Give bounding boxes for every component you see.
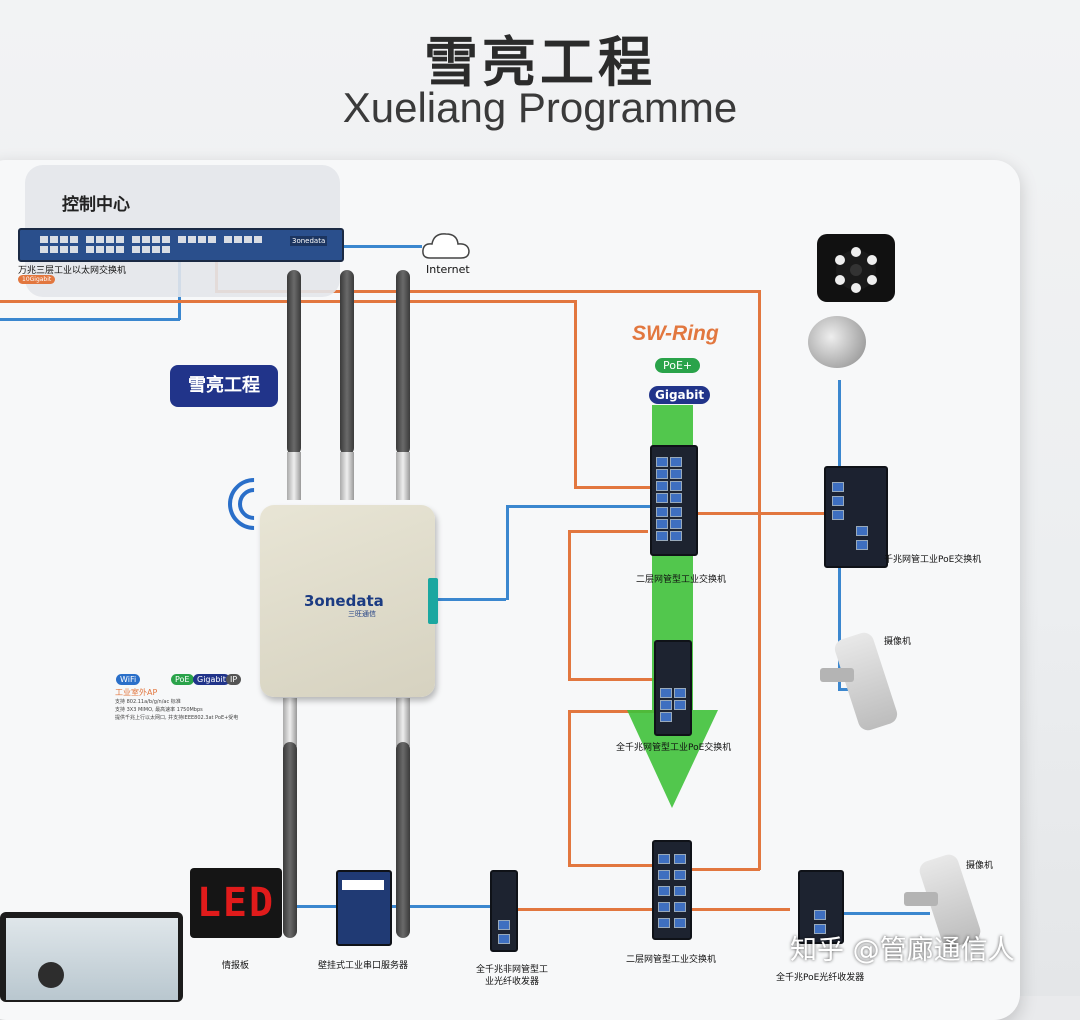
gigabit-poe-fiber-converter xyxy=(798,870,844,944)
blue-line xyxy=(838,380,841,470)
control-center-title: 控制中心 xyxy=(62,195,130,215)
blue-line xyxy=(340,245,422,248)
rack-switch-badge: 10Gigabit xyxy=(18,275,56,284)
poe-tag: PoE xyxy=(171,674,194,685)
monitor-screen xyxy=(6,918,178,1000)
orange-line xyxy=(758,290,761,870)
antenna-connector xyxy=(396,698,410,746)
camera-2-label: 摄像机 xyxy=(966,861,994,871)
led-board-label: 情报板 xyxy=(222,961,250,971)
orange-line xyxy=(568,864,656,867)
antenna xyxy=(396,742,410,938)
led-info-board: LED xyxy=(190,868,282,938)
orange-line xyxy=(690,868,760,871)
gigabit-poe-fiber-converter-label: 全千兆PoE光纤收发器 xyxy=(776,973,865,983)
antenna-connector xyxy=(287,452,301,500)
cloud-icon xyxy=(422,233,470,259)
ap-brand: 3onedata xyxy=(304,592,384,610)
antenna xyxy=(283,742,297,938)
serial-server xyxy=(336,870,392,946)
gigabit-poe-managed-switch-label: 全千兆网管型工业PoE交换机 xyxy=(616,743,732,753)
gigabit-managed-poe-switch-right-label: 千兆网管工业PoE交换机 xyxy=(884,555,982,565)
serial-server-label: 壁挂式工业串口服务器 xyxy=(318,961,409,971)
ring-gigabit-pill: Gigabit xyxy=(649,386,711,404)
camera-1-mount xyxy=(820,668,854,682)
orange-line xyxy=(516,908,652,911)
ring-title: SW-Ring xyxy=(632,322,719,345)
l2-managed-switch-top-label: 二层网管型工业交换机 xyxy=(636,575,727,585)
page-title-zh: 雪亮工程 xyxy=(424,31,656,94)
blue-line xyxy=(385,905,490,908)
person-figure xyxy=(38,962,64,988)
gigabit-tag: Gigabit xyxy=(193,674,230,685)
antenna-connector xyxy=(283,698,297,746)
antenna xyxy=(287,270,301,455)
blue-line xyxy=(296,905,346,908)
orange-line xyxy=(215,290,760,293)
orange-line xyxy=(568,530,648,533)
rack-switch-label: 万兆三层工业以太网交换机 xyxy=(18,266,127,276)
orange-line xyxy=(568,710,571,866)
blue-line xyxy=(436,598,506,601)
orange-line xyxy=(574,300,577,488)
project-badge: 雪亮工程 xyxy=(170,365,278,407)
camera-2-mount xyxy=(904,892,938,906)
orange-line xyxy=(574,486,652,489)
ap-feature: 支持 3X3 MIMO, 最高速率 1750Mbps xyxy=(115,707,203,713)
ir-led-ring xyxy=(835,247,877,293)
orange-line xyxy=(690,908,790,911)
orange-line xyxy=(696,512,824,515)
ring-poe-pill: PoE+ xyxy=(655,358,701,373)
gigabit-managed-poe-switch-right xyxy=(824,466,888,568)
unmanaged-fiber-converter xyxy=(490,870,518,952)
orange-line xyxy=(568,710,656,713)
ring-direction-arrow xyxy=(627,405,718,808)
l2-managed-switch-bottom xyxy=(652,840,692,940)
ap-feature: 提供千兆上行以太网口, 并支持IEEE802.3at PoE+受电 xyxy=(115,715,239,721)
watermark: 知乎 @管廊通信人 xyxy=(790,935,1015,966)
ap-type: 工业室外AP xyxy=(115,688,158,697)
ap-brand-sub: 三旺通信 xyxy=(348,610,376,618)
rack-switch-brand: 3onedata xyxy=(290,236,328,246)
orange-line xyxy=(568,530,571,680)
blue-line xyxy=(0,318,180,321)
gigabit-poe-managed-switch xyxy=(654,640,692,736)
l2-managed-switch-bottom-label: 二层网管型工业交换机 xyxy=(626,955,717,965)
blue-line xyxy=(838,560,841,690)
antenna-connector xyxy=(340,452,354,500)
antenna xyxy=(396,270,410,455)
ip-tag: IP xyxy=(226,674,242,685)
l2-managed-switch-top xyxy=(650,445,698,556)
antenna-connector xyxy=(396,452,410,500)
camera-1-label: 摄像机 xyxy=(884,637,912,647)
ap-port xyxy=(428,578,438,624)
unmanaged-fiber-converter-label: 全千兆非网管型工业光纤收发器 xyxy=(475,965,548,987)
camera-mount xyxy=(808,316,866,368)
antenna xyxy=(340,270,354,455)
blue-line xyxy=(840,912,930,915)
blue-line xyxy=(506,505,650,508)
ap-features: 支持 802.11a/b/g/n/ac 标准 支持 3X3 MIMO, 最高速率… xyxy=(115,698,305,722)
blue-line xyxy=(506,505,509,600)
rack-switch xyxy=(18,228,344,262)
page-title-en: Xueliang Programme xyxy=(342,84,738,131)
outdoor-ap xyxy=(260,505,435,697)
orange-line xyxy=(568,678,656,681)
wifi-tag: WiFi xyxy=(116,674,141,685)
internet-label: Internet xyxy=(426,263,470,276)
ap-feature: 支持 802.11a/b/g/n/ac 标准 xyxy=(115,699,181,705)
